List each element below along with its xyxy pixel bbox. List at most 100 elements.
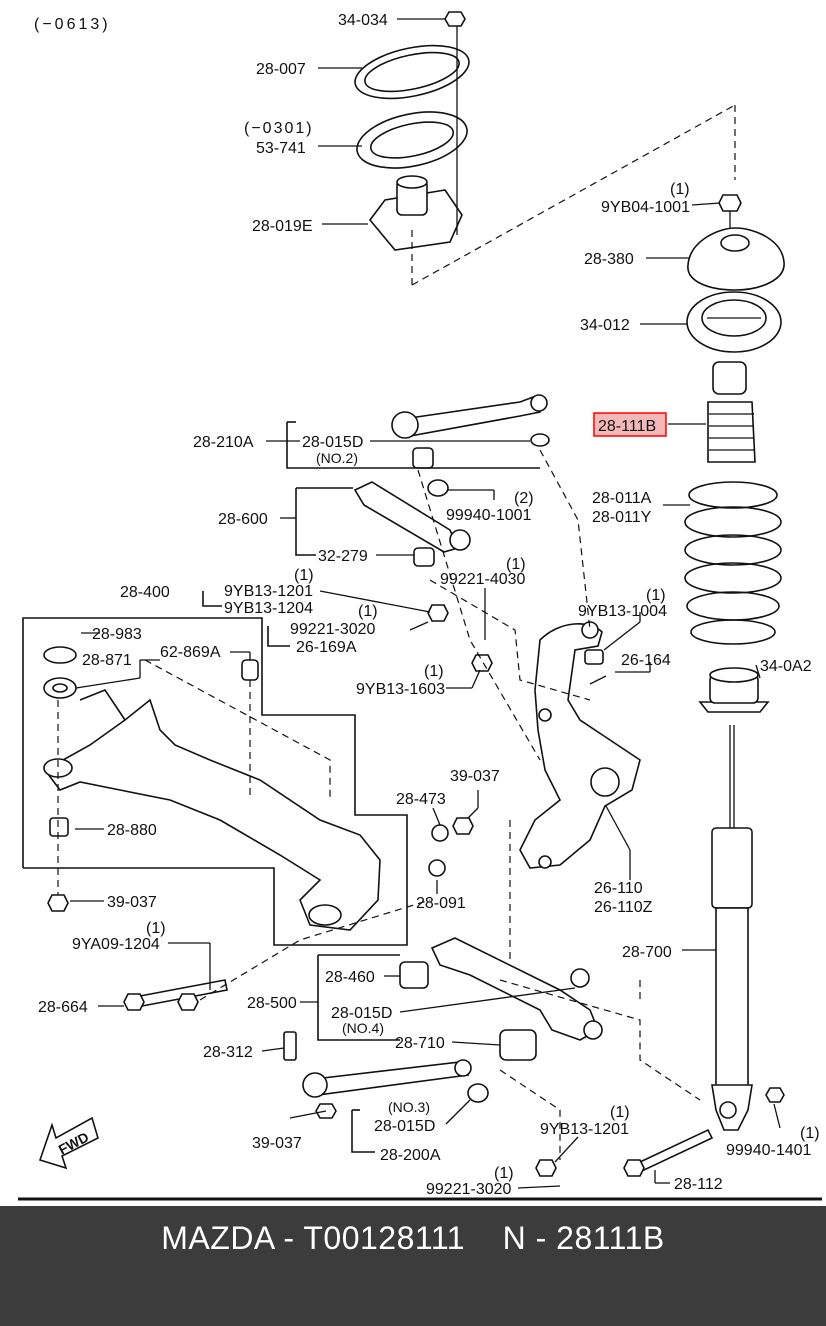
bump-stop xyxy=(712,361,747,395)
label-28-112: 28-112 xyxy=(674,1176,723,1193)
label-32-279: 32-279 xyxy=(318,548,368,565)
label-28-664: 28-664 xyxy=(38,999,88,1016)
bushing-28-871 xyxy=(43,677,77,699)
gasket-53-741 xyxy=(356,111,468,169)
nut-9YB04-1001 xyxy=(718,194,742,212)
note-1j: (1) xyxy=(494,1165,514,1182)
label-28-019E: 28-019E xyxy=(252,218,313,235)
label-28-700: 28-700 xyxy=(622,944,672,961)
label-62-869A: 62-869A xyxy=(160,644,221,661)
exploded-view-svg: FWD (−0613) 34-034 28-007 (−0301) 53-741… xyxy=(18,11,822,1201)
bolts-group xyxy=(123,604,785,1177)
label-26-164: 26-164 xyxy=(621,652,671,669)
nut-39-037-lower xyxy=(47,894,69,912)
label-28-710: 28-710 xyxy=(395,1035,445,1052)
label-28-871: 28-871 xyxy=(82,652,132,669)
assembly-guides xyxy=(199,449,701,1160)
bearing-34-012 xyxy=(686,291,782,353)
label-28-200A: 28-200A xyxy=(380,1147,441,1164)
label-99221-3020-lower: 99221-3020 xyxy=(426,1181,512,1198)
label-99940-1401: 99940-1401 xyxy=(726,1142,812,1159)
label-28-983: 28-983 xyxy=(92,626,142,643)
label-28-380: 28-380 xyxy=(584,251,634,268)
note-1b: (1) xyxy=(506,556,526,573)
note-no3: (NO.3) xyxy=(388,1099,430,1115)
label-28-473: 28-473 xyxy=(396,791,446,808)
label-9YB13-1201-lower: 9YB13-1201 xyxy=(540,1121,629,1138)
label-99940-1001: 99940-1001 xyxy=(446,507,532,524)
label-28-600: 28-600 xyxy=(218,511,268,528)
parts-diagram: FWD (−0613) 34-034 28-007 (−0301) 53-741… xyxy=(18,11,822,1201)
shock-upper-group xyxy=(684,105,785,1131)
label-34-034: 34-034 xyxy=(338,12,388,29)
shock-absorber-28-700 xyxy=(711,725,753,1131)
washer-28-473 xyxy=(431,824,449,842)
caption-bar: MAZDA - T00128111 N - 28111B xyxy=(0,1206,826,1326)
note-0301: (−0301) xyxy=(244,120,314,137)
label-28-111B: 28-111B xyxy=(598,418,656,435)
upper-arm-28-600 xyxy=(353,479,471,567)
label-9YB04-1001: 9YB04-1001 xyxy=(601,199,690,216)
bushing-28-710 xyxy=(499,1029,537,1061)
label-28-011A: 28-011A xyxy=(592,490,652,507)
note-1e: (1) xyxy=(358,603,378,620)
coil-spring-28-011A xyxy=(684,481,782,645)
note-no2: (NO.2) xyxy=(316,450,358,466)
mount-28-380 xyxy=(687,227,785,291)
nut-9YB13-1201 xyxy=(427,604,449,622)
bushing-28-880 xyxy=(49,817,69,837)
upper-arm-28-210A xyxy=(391,394,550,469)
note-1h: (1) xyxy=(610,1104,630,1121)
label-9YA09-1204: 9YA09-1204 xyxy=(72,936,160,953)
nut-99940-1401 xyxy=(765,1087,785,1103)
group-boxes xyxy=(22,421,540,1153)
label-99221-4030: 99221-4030 xyxy=(440,571,526,588)
note-1g: (1) xyxy=(146,920,166,937)
label-34-0A2: 34-0A2 xyxy=(760,658,812,675)
label-28-880: 28-880 xyxy=(107,822,157,839)
label-28-007: 28-007 xyxy=(256,61,306,78)
upper-mount-group xyxy=(354,11,736,286)
label-28-210A: 28-210A xyxy=(193,434,254,451)
note-1i: (1) xyxy=(800,1125,820,1142)
mount-28-019E xyxy=(368,189,463,251)
nut-39-037-mid xyxy=(452,817,474,835)
leader-lines xyxy=(70,18,781,1189)
plate-28-007 xyxy=(354,44,470,100)
bolt-28-112 xyxy=(638,1128,714,1172)
label-53-741: 53-741 xyxy=(256,140,306,157)
label-28-312: 28-312 xyxy=(203,1044,253,1061)
corner-note: (−0613) xyxy=(34,16,111,33)
note-2: (2) xyxy=(514,490,534,507)
note-1a: (1) xyxy=(670,181,690,198)
label-39-037-lower: 39-037 xyxy=(107,894,157,911)
label-28-015D-no3: 28-015D xyxy=(374,1118,435,1135)
part-labels: (−0613) 34-034 28-007 (−0301) 53-741 28-… xyxy=(34,12,820,1198)
label-26-110Z: 26-110Z xyxy=(594,899,653,916)
label-39-037-mid: 39-037 xyxy=(450,768,500,785)
dust-boot-28-111B xyxy=(707,401,756,463)
highlight-box-28-111B xyxy=(593,412,667,437)
label-28-500: 28-500 xyxy=(247,995,297,1012)
label-9YB13-1201: 9YB13-1201 xyxy=(224,583,313,600)
label-28-091: 28-091 xyxy=(416,895,466,912)
label-28-015D-no2: 28-015D xyxy=(302,434,363,451)
lower-arm-28-200A xyxy=(283,1031,489,1119)
nut-34-034 xyxy=(444,11,466,27)
caption-text: MAZDA - T00128111 N - 28111B xyxy=(161,1220,665,1256)
note-1f: (1) xyxy=(424,663,444,680)
label-39-037-bottom: 39-037 xyxy=(252,1135,302,1152)
label-26-169A: 26-169A xyxy=(296,639,357,656)
bolt-28-312 xyxy=(283,1031,297,1061)
note-no4: (NO.4) xyxy=(342,1020,384,1036)
crossmember-28-400 xyxy=(43,646,381,931)
nut-9YB13-1201-lower xyxy=(535,1159,557,1177)
note-1d: (1) xyxy=(646,587,666,604)
bushing-28-460 xyxy=(399,961,429,989)
bushing-28-983 xyxy=(43,646,77,664)
bushing-28-091 xyxy=(428,859,446,877)
clip-62-869A xyxy=(241,659,259,681)
label-9YB13-1204: 9YB13-1204 xyxy=(224,600,313,617)
label-9YB13-1603: 9YB13-1603 xyxy=(356,681,445,698)
label-28-460: 28-460 xyxy=(325,969,375,986)
